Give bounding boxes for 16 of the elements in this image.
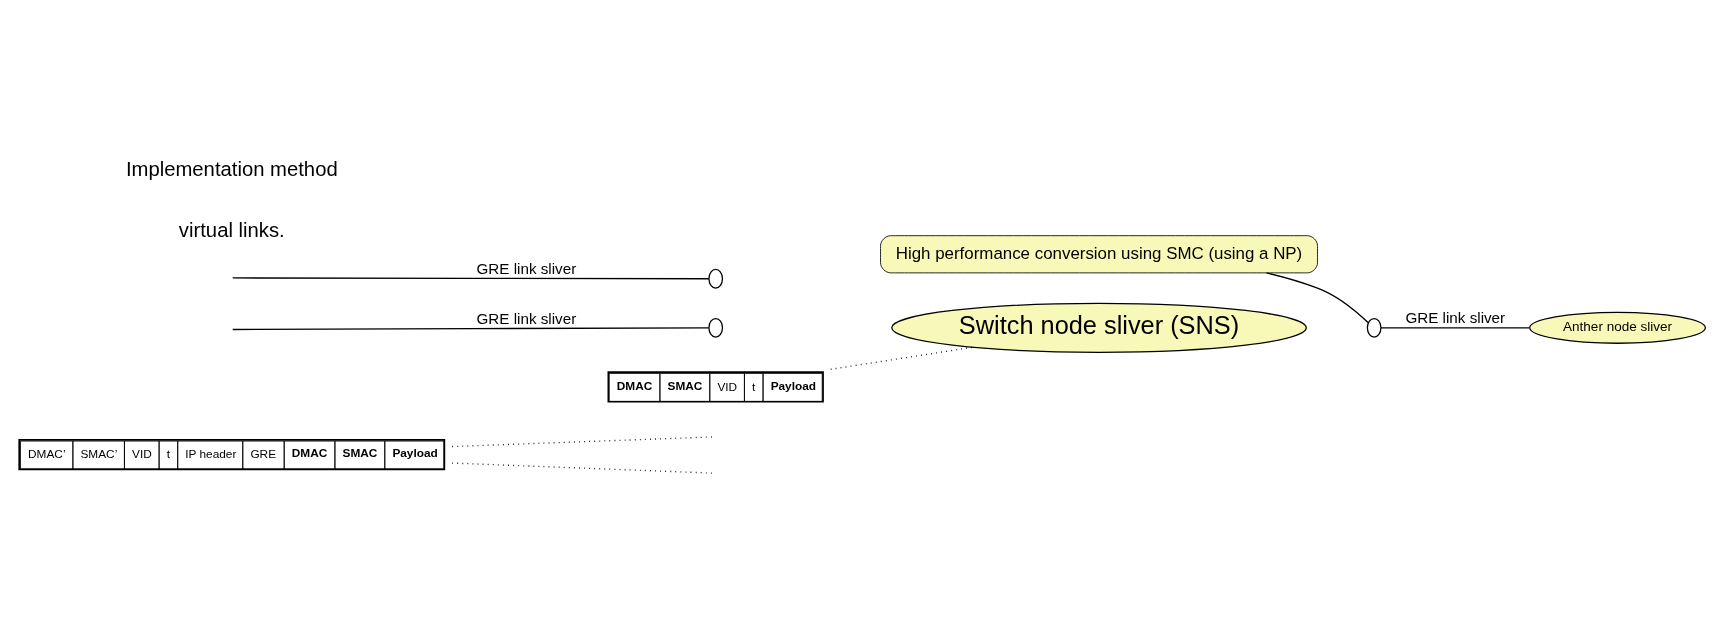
connector xyxy=(232,326,710,330)
connector xyxy=(1380,326,1531,328)
node-circle xyxy=(708,268,724,289)
label: Implementation method xyxy=(125,157,338,180)
node-box: High performance conversion using SMC (using a NP) xyxy=(880,234,1318,273)
edge-label: GRE link sliver xyxy=(1405,308,1506,326)
node-ellipse: Anther node sliver xyxy=(1529,311,1706,344)
node-ellipse: Switch node sliver (SNS) xyxy=(891,302,1307,353)
edge-label: GRE link sliver xyxy=(476,309,577,327)
connector xyxy=(1265,271,1369,323)
edge-label: GRE link sliver xyxy=(476,259,577,277)
connector xyxy=(830,346,974,370)
connector xyxy=(232,276,710,279)
label: virtual links. xyxy=(178,218,285,241)
node-circle xyxy=(708,317,724,338)
node-circle xyxy=(1366,317,1382,338)
